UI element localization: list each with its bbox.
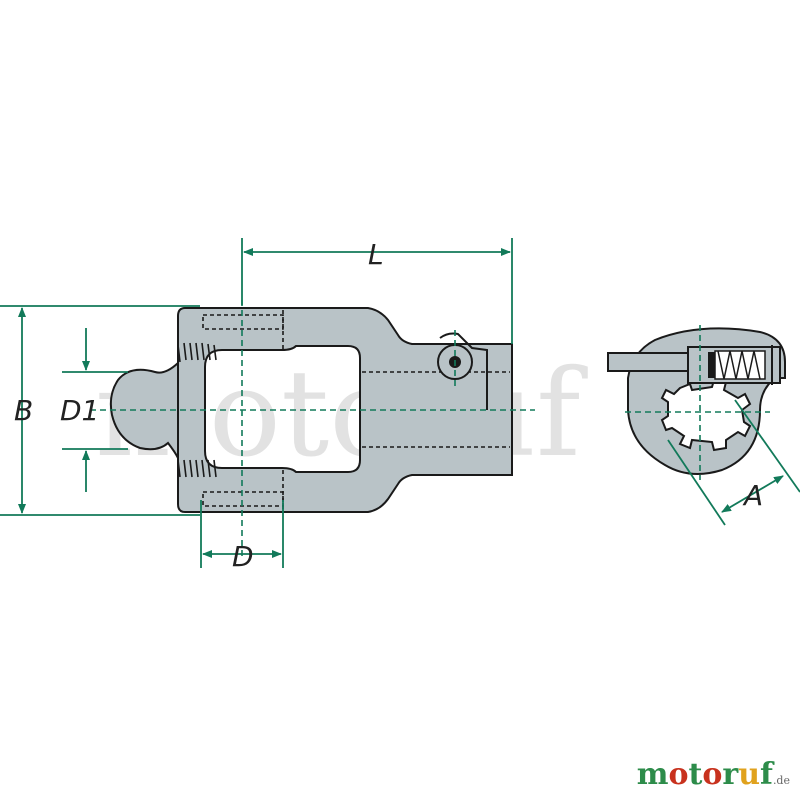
centre-lines	[90, 300, 535, 560]
hidden-shaft-bore	[362, 371, 510, 448]
spring-lower	[177, 459, 217, 478]
logo-letter-t: t	[688, 757, 703, 792]
dimension-L	[241, 238, 513, 344]
label-L: L	[368, 238, 384, 271]
hub-locking-pin	[607, 345, 781, 385]
dimension-B	[0, 305, 200, 516]
logo-letter-r: r	[722, 757, 739, 792]
label-B: B	[14, 394, 33, 427]
logo-letter-m: m	[636, 757, 669, 792]
label-D: D	[232, 540, 254, 573]
spring-upper	[177, 342, 217, 363]
logo-letter-o1: o	[668, 757, 689, 792]
dimension-A	[667, 399, 800, 526]
motoruf-logo: motoruf.de	[637, 757, 790, 792]
dimension-D1	[62, 328, 128, 492]
logo-letter-u: u	[738, 757, 761, 792]
logo-letter-f: f	[760, 757, 773, 792]
logo-letter-o2: o	[702, 757, 723, 792]
logo-tld: .de	[772, 774, 790, 787]
hub-centre-lines	[625, 325, 770, 480]
label-A: A	[742, 479, 763, 512]
label-D1: D1	[60, 394, 99, 427]
dimension-D	[200, 500, 284, 568]
hidden-bore-top	[202, 310, 284, 350]
yoke-body	[177, 307, 513, 513]
